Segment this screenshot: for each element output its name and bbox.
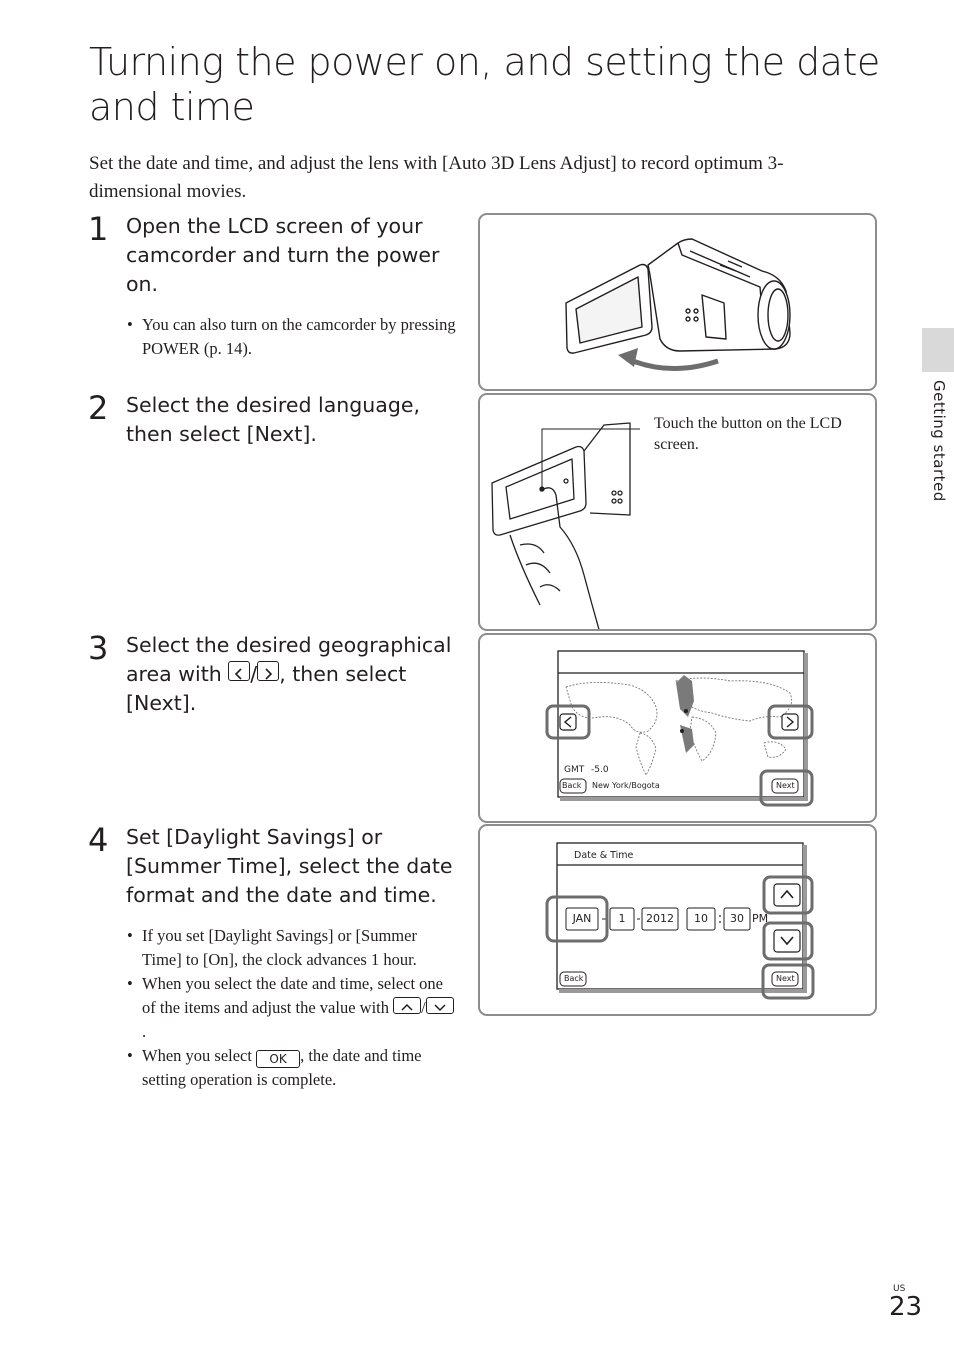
map-right-button	[781, 713, 799, 731]
touch-note: Touch the button on the LCD screen.	[654, 415, 842, 453]
hour-field[interactable]: 10	[694, 912, 708, 925]
step-1-bullet: You can also turn on the camcorder by pr…	[126, 313, 456, 361]
year-field[interactable]: 2012	[646, 912, 674, 925]
step-3-text-sep: /	[250, 662, 258, 686]
city-label: New York/Bogota	[592, 781, 660, 790]
down-arrow-icon	[425, 997, 454, 1014]
step-4-bullet-2: When you select the date and time, selec…	[126, 972, 456, 1044]
back-button[interactable]: Back	[562, 781, 582, 790]
finger-touch-icon	[491, 422, 640, 629]
left-arrow-icon	[228, 661, 251, 681]
step-2-text: Select the desired language, then select…	[126, 393, 420, 446]
world-map-icon	[565, 677, 793, 776]
back-button[interactable]: Back	[564, 974, 584, 983]
step-3-number: 3	[88, 629, 109, 667]
step-4-bullet-3-end: the date and time setting operation is c…	[142, 1046, 422, 1089]
step-4-bullets: If you set [Daylight Savings] or [Summer…	[126, 924, 456, 1092]
step-4-bullet-1: If you set [Daylight Savings] or [Summer…	[126, 924, 456, 972]
down-button	[773, 929, 801, 953]
page-region-code: US	[893, 1284, 906, 1294]
step-2-number: 2	[88, 389, 109, 427]
step-4-text: Set [Daylight Savings] or [Summer Time],…	[126, 825, 453, 907]
step-3-text-before: Select the desired geographical area wit…	[126, 633, 452, 686]
touch-lcd-illustration: Touch the button on the LCD screen.	[478, 393, 877, 631]
intro-paragraph: Set the date and time, and adjust the le…	[89, 153, 784, 202]
page-title: Turning the power on, and setting the da…	[89, 40, 880, 129]
section-tab	[922, 328, 954, 372]
step-4-bullet-2-sep: /	[421, 998, 426, 1017]
minute-field[interactable]: 30	[730, 912, 744, 925]
date-time-screen-illustration: Date & Time JAN 1 2012 10 30 PM Back Nex…	[478, 824, 877, 1016]
gmt-value: -5.0	[591, 765, 609, 775]
up-arrow-icon	[393, 997, 422, 1014]
step-1-bullets: You can also turn on the camcorder by pr…	[126, 313, 456, 361]
month-field[interactable]: JAN	[572, 912, 592, 925]
up-button	[773, 883, 801, 907]
step-4-number: 4	[88, 821, 109, 859]
datetime-header: Date & Time	[574, 850, 634, 861]
lcd-screen-datetime	[545, 842, 815, 1000]
next-button[interactable]: Next	[776, 974, 795, 983]
camcorder-icon	[565, 238, 791, 371]
next-button[interactable]: Next	[776, 781, 795, 790]
map-left-button	[559, 713, 577, 731]
right-arrow-icon	[257, 661, 280, 681]
step-3-text-after: , then select [Next].	[126, 662, 407, 715]
step-1-text: Open the LCD screen of your camcorder an…	[126, 214, 440, 296]
step-4-bullet-3-text: When you select	[142, 1046, 252, 1065]
camcorder-open-illustration	[478, 213, 877, 391]
lcd-screen-area	[545, 650, 814, 807]
day-field[interactable]: 1	[618, 912, 626, 925]
step-4-bullet-3: When you select OK, the date and time se…	[126, 1044, 456, 1092]
section-label: Getting started	[930, 380, 948, 502]
step-1-number: 1	[88, 210, 109, 248]
gmt-label: GMT	[564, 765, 585, 775]
page-number: 23	[889, 1292, 923, 1322]
ok-button-icon: OK	[256, 1050, 301, 1068]
step-4-bullet-2-text: When you select the date and time, selec…	[142, 974, 444, 1017]
ampm-field[interactable]: PM	[752, 912, 769, 925]
step-4-bullet-2-end: .	[142, 1022, 147, 1041]
area-select-screen-illustration: GMT -5.0 Back New York/Bogota Next	[478, 633, 877, 823]
step-3-text: Select the desired geographical area wit…	[126, 631, 466, 718]
